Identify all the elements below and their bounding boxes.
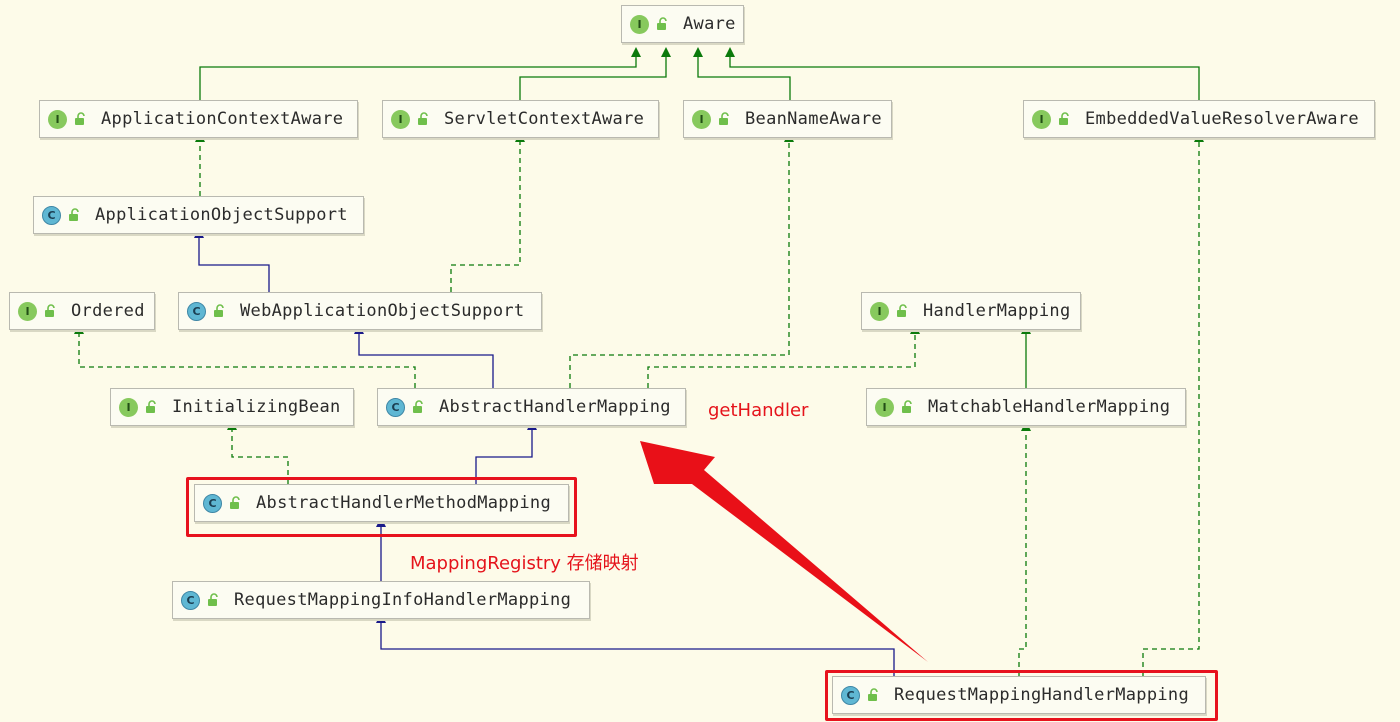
public-lock-icon [418,112,428,125]
edge-servlet-context-aware-to-aware [519,47,671,100]
interface-icon: I [1032,109,1051,129]
edge-abstract-handler-method-mapping-to-initializing-bean [227,420,289,484]
public-lock-icon [69,208,79,221]
node-label: HandlerMapping [923,301,1071,321]
node-bean-name-aware[interactable]: I BeanNameAware [683,100,892,138]
edge-request-mapping-handler-mapping-to-request-mapping-info-handler-mapping [376,613,895,676]
class-icon: C [203,493,222,513]
edge-web-application-object-support-to-application-object-support [194,228,270,292]
edge-bean-name-aware-to-aware [693,47,791,100]
public-lock-icon [1059,112,1069,125]
interface-icon: I [119,397,138,417]
edge-web-application-object-support-to-servlet-context-aware [450,132,525,292]
interface-icon: I [18,301,37,321]
edge-application-context-aware-to-aware [199,47,641,100]
public-lock-icon [75,112,85,125]
node-request-mapping-info-handler-mapping[interactable]: C RequestMappingInfoHandlerMapping [172,581,590,619]
interface-icon: I [630,14,649,34]
node-initializing-bean[interactable]: I InitializingBean [110,388,354,426]
public-lock-icon [897,304,907,317]
node-handler-mapping[interactable]: I HandlerMapping [861,292,1081,330]
node-label: ApplicationContextAware [101,109,344,129]
edge-abstract-handler-method-mapping-to-abstract-handler-mapping [475,420,537,484]
edge-embedded-value-resolver-aware-to-aware [725,47,1200,100]
edge-request-mapping-handler-mapping-to-embedded-value-resolver-aware [1142,132,1204,676]
node-servlet-context-aware[interactable]: I ServletContextAware [382,100,659,138]
public-lock-icon [868,688,878,701]
node-application-object-support[interactable]: C ApplicationObjectSupport [33,196,364,234]
node-ordered[interactable]: I Ordered [9,292,155,330]
node-label: AbstractHandlerMapping [439,397,671,417]
node-label: AbstractHandlerMethodMapping [256,493,551,513]
public-lock-icon [45,304,55,317]
interface-icon: I [875,397,894,417]
node-aware[interactable]: I Aware [621,5,744,43]
edge-abstract-handler-mapping-to-bean-name-aware [569,132,794,388]
annotation-get-handler: getHandler [708,400,809,421]
annotation-mapping-registry: MappingRegistry 存储映射 [410,553,639,574]
public-lock-icon [230,496,240,509]
node-embedded-value-resolver-aware[interactable]: I EmbeddedValueResolverAware [1023,100,1375,138]
node-label: InitializingBean [172,397,341,417]
public-lock-icon [657,17,667,30]
node-label: BeanNameAware [745,109,882,129]
highlight-abstract-handler-method-mapping [186,477,577,537]
interface-icon: I [692,109,711,129]
node-label: EmbeddedValueResolverAware [1085,109,1359,129]
highlight-request-mapping-handler-mapping [825,670,1218,721]
interface-icon: I [48,109,67,129]
node-label: MatchableHandlerMapping [928,397,1171,417]
interface-icon: I [870,301,889,321]
public-lock-icon [208,593,218,606]
node-application-context-aware[interactable]: I ApplicationContextAware [39,100,358,138]
public-lock-icon [214,304,224,317]
node-label: Ordered [71,301,145,321]
node-web-application-object-support[interactable]: C WebApplicationObjectSupport [178,292,542,330]
node-label: RequestMappingInfoHandlerMapping [234,590,572,610]
class-icon: C [42,205,61,225]
edge-abstract-handler-mapping-to-ordered [74,324,416,388]
edge-request-mapping-handler-mapping-to-matchable-handler-mapping [1018,421,1031,676]
node-abstract-handler-method-mapping[interactable]: C AbstractHandlerMethodMapping [194,484,569,522]
node-request-mapping-handler-mapping[interactable]: C RequestMappingHandlerMapping [832,676,1206,714]
node-label: ServletContextAware [444,109,645,129]
edge-abstract-handler-mapping-to-handler-mapping [647,324,920,388]
public-lock-icon [146,400,156,413]
interface-icon: I [391,109,410,129]
node-label: RequestMappingHandlerMapping [894,685,1189,705]
class-icon: C [386,397,405,417]
edge-abstract-handler-mapping-to-web-application-object-support [354,324,494,388]
public-lock-icon [719,112,729,125]
public-lock-icon [413,400,423,413]
node-matchable-handler-mapping[interactable]: I MatchableHandlerMapping [866,388,1186,426]
public-lock-icon [902,400,912,413]
class-icon: C [181,590,200,610]
red-arrow-to-get-handler [640,441,928,662]
node-label: ApplicationObjectSupport [95,205,348,225]
class-icon: C [841,685,860,705]
node-abstract-handler-mapping[interactable]: C AbstractHandlerMapping [377,388,686,426]
class-icon: C [187,301,206,321]
node-label: WebApplicationObjectSupport [240,301,525,321]
node-label: Aware [683,14,736,34]
